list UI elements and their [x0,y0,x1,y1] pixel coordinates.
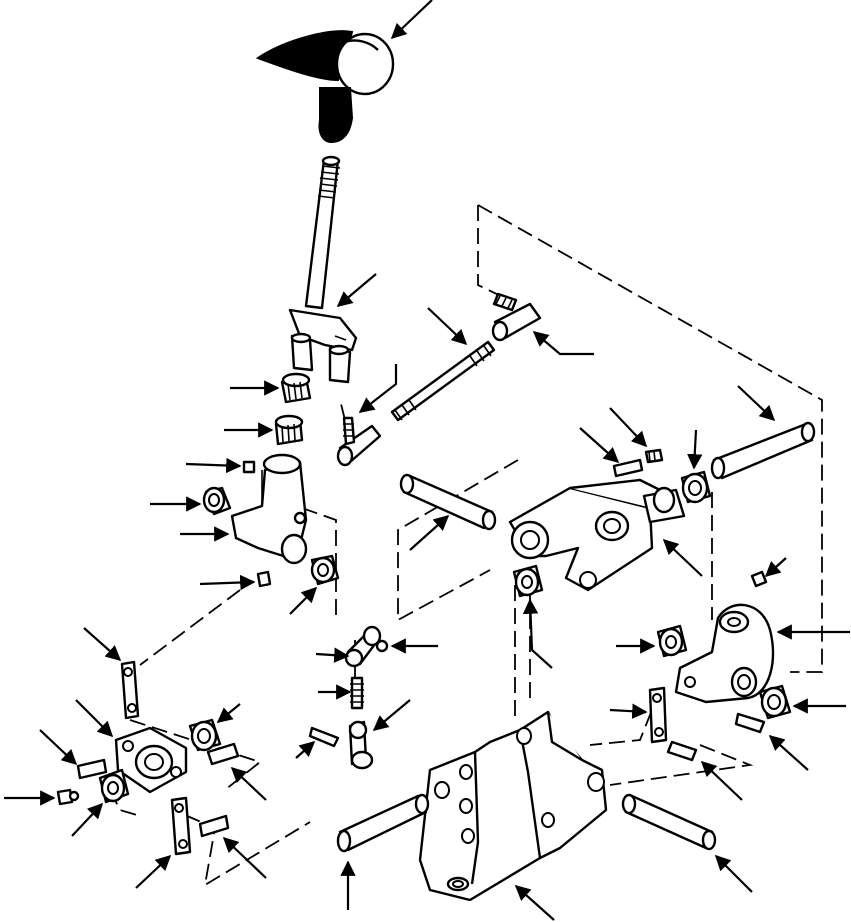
callout-leaders [4,0,850,921]
grease-fitting-lower [56,788,80,806]
curved-arm [674,570,775,704]
clevis-yoke [508,478,686,592]
leader-rod [427,307,468,346]
leader-set-screw [764,557,787,578]
roll-pin-left [76,758,108,780]
leader-roll-pin-low [222,836,267,879]
leader-rod-end-low [372,699,411,731]
leader-base-pin-right [714,854,753,893]
pin-flange [206,742,240,766]
leader-bushing-yoke [687,429,703,470]
arm-bushings [656,624,792,720]
pins-right-small [666,712,766,762]
leader-ball-center [315,647,350,663]
leader-bushing-right [289,586,318,615]
leader-knob [390,0,433,40]
housing-bushings [202,486,340,586]
leader-bushing-left-low [71,802,104,837]
threaded-stud [350,676,364,710]
leader-bushing-yoke-low [522,598,553,669]
shift-knob [255,30,395,144]
leader-pin-fitting [609,407,648,448]
leader-link-left [83,627,122,662]
link-left-lower [170,796,192,856]
link-left-upper [120,660,140,720]
bushing-flange-lower [98,768,130,804]
leader-ball-small [358,364,398,413]
leader-rod-end [532,331,594,356]
leader-yoke [662,538,703,577]
mounting-base [418,710,608,902]
shift-lever [288,155,358,384]
leader-grease [185,457,242,474]
leader-link-right [609,703,648,719]
pin-base-left [336,793,430,853]
leader-roll-pin-left [39,729,78,766]
leader-lever [336,273,377,307]
leader-center-pin [409,514,450,551]
link-right [648,686,668,744]
ball-joint-small [336,416,382,467]
leader-base [514,884,555,921]
roll-pin-lower [198,814,230,838]
leader-fitting-low [199,574,256,591]
leader-link-left-low [135,854,172,889]
bushing-yoke-lower [512,564,544,598]
leader-pin-right [768,734,809,771]
pin-base-right [621,793,717,851]
ball-joint-center [344,625,389,668]
leader-pin-right-2 [700,760,743,801]
leader-bushing-flange [216,703,241,723]
leader-flange [75,699,114,738]
small-pins-yoke [612,448,664,478]
flange-bracket [114,726,188,794]
leader-small-pin [579,427,620,464]
rod-end-upper [491,292,542,342]
bushing-yoke [680,470,712,504]
pin-long-right [710,421,816,480]
threaded-rod [390,340,496,422]
bushing-flange [188,718,222,752]
lever-bushings [274,372,312,446]
leader-roll-pin-center [295,740,316,759]
rod-end-lower [308,720,374,770]
leader-long-pin [737,385,776,422]
pin-long-center [399,473,497,531]
leader-pin-flange [230,766,267,801]
pivot-housing [230,453,308,588]
